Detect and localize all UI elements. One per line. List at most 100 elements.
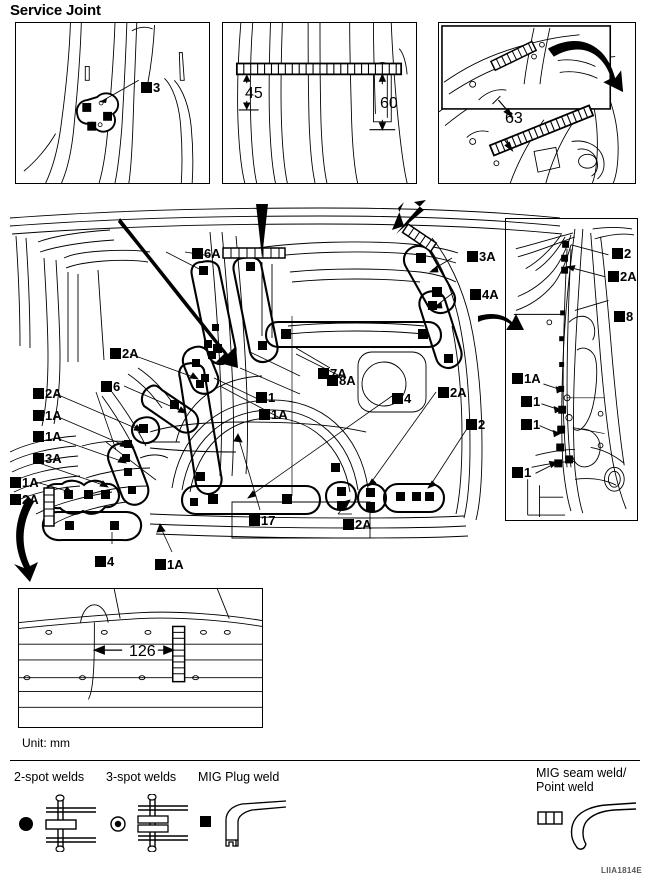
three-spot-welds-symbol xyxy=(110,794,188,852)
detail-panel-sill-pitch xyxy=(18,588,263,728)
weld-square-icon xyxy=(467,251,478,262)
legend-item-mig-plug-weld: MIG Plug weld xyxy=(198,770,279,784)
callout-main-1a-1: 1A xyxy=(33,409,62,422)
callout-label: 17 xyxy=(261,513,276,528)
weld-square-icon xyxy=(612,248,623,259)
mig-plug-weld-symbol xyxy=(200,800,287,847)
seam-weld-band xyxy=(235,62,403,76)
callout-main-17: 17 xyxy=(249,514,275,527)
legend-divider xyxy=(10,760,640,761)
weld-square-icon xyxy=(256,392,267,403)
callout-main-1a-3: 1A xyxy=(33,430,62,443)
three-spot-welds-icon xyxy=(108,794,194,852)
weld-square-icon xyxy=(614,311,625,322)
weld-square-icon xyxy=(192,248,203,259)
callout-label: 1 xyxy=(533,417,541,432)
callout-label: 1A xyxy=(45,429,62,444)
callout-main-6: 6 xyxy=(101,380,120,393)
detail-arrow-bottom xyxy=(14,496,38,582)
callout-pillar-1-c: 1 xyxy=(512,466,531,479)
callout-main-2a-4: 2A xyxy=(10,493,39,506)
weld-square-icon xyxy=(259,409,270,420)
page-title: Service Joint xyxy=(10,2,101,19)
callout-main-2a-3: 2A xyxy=(438,386,467,399)
weld-square-icon xyxy=(512,467,523,478)
weld-square-icon xyxy=(33,388,44,399)
weld-square-icon xyxy=(155,559,166,570)
seam-pitch-line-art xyxy=(235,23,408,183)
detail-arrow-mid xyxy=(256,204,268,258)
callout-main-2a-5: 2A xyxy=(343,518,372,531)
seam-ladder-cpillar xyxy=(401,223,438,253)
callout-label: 4 xyxy=(404,391,412,406)
callout-pillar-2a: 2A xyxy=(608,270,637,283)
callout-pillar-1-b: 1 xyxy=(521,418,540,431)
callout-main-2a-1: 2A xyxy=(110,347,139,360)
weld-square-icon xyxy=(392,393,403,404)
callout-label: 1 xyxy=(524,465,532,480)
callout-label: 4 xyxy=(107,554,115,569)
weld-square-icon xyxy=(466,419,477,430)
callout-label: 2 xyxy=(624,246,632,261)
weld-square-icon xyxy=(318,368,329,379)
two-spot-welds-symbol xyxy=(19,794,96,852)
callout-label: 1A xyxy=(271,407,288,422)
weld-symbol-legend: 2-spot welds 3-spot welds xyxy=(0,762,650,862)
main-body-diagram xyxy=(0,196,650,586)
callout-label: 1 xyxy=(533,394,541,409)
legend-item-mig-seam-weld: MIG seam weld/ Point weld xyxy=(536,766,626,794)
weld-square-icon xyxy=(521,396,532,407)
legend-item-two-spot-welds: 2-spot welds xyxy=(14,770,84,784)
callout-label: 1A xyxy=(167,557,184,572)
callout-label: 4A xyxy=(482,287,499,302)
mig-seam-weld-icon xyxy=(536,800,638,852)
callout-label: 3 xyxy=(153,80,161,95)
unit-note: Unit: mm xyxy=(22,736,70,750)
weld-square-icon xyxy=(141,82,152,93)
legend-label: 2-spot welds xyxy=(14,770,85,784)
detail-panel-pillar-seam xyxy=(438,22,636,184)
callout-main-1a-2: 1A xyxy=(259,408,288,421)
weld-square-icon xyxy=(101,381,112,392)
callout-main-3a: 3A xyxy=(467,250,496,263)
callout-label: 8 xyxy=(626,309,634,324)
pillar-seam-line-art xyxy=(439,25,624,183)
weld-square-icon xyxy=(608,271,619,282)
callout-pillar-8: 8 xyxy=(614,310,633,323)
dimension-60: 60 xyxy=(380,95,398,112)
detail-panel-seam-pitch xyxy=(222,22,417,184)
callout-label: 1 xyxy=(268,390,276,405)
legend-item-three-spot-welds: 3-spot welds xyxy=(106,770,176,784)
legend-label-line2: Point weld xyxy=(536,780,594,794)
seam-ladder-roof xyxy=(222,247,286,259)
callout-main-1a-5: 1A xyxy=(155,558,184,571)
callout-label: 2A xyxy=(22,492,39,507)
callout-main-4-1: 4 xyxy=(392,392,411,405)
legend-label: 3-spot welds xyxy=(106,770,177,784)
callout-label: 2 xyxy=(478,417,486,432)
weld-square-icon xyxy=(33,431,44,442)
seam-ladder-126 xyxy=(171,625,186,683)
callout-main-4a: 4A xyxy=(470,288,499,301)
seam-ladder-front-lower xyxy=(43,487,55,527)
callout-main-1a-4: 1A xyxy=(10,476,39,489)
callout-label: 2A xyxy=(45,386,62,401)
callout-label: 1A xyxy=(524,371,541,386)
weld-square-icon xyxy=(249,515,260,526)
weld-square-icon xyxy=(95,556,106,567)
weld-square-icon xyxy=(33,453,44,464)
weld-square-icon xyxy=(10,477,21,488)
callout-label: 2A xyxy=(620,269,637,284)
callout-label: 8A xyxy=(339,373,356,388)
sill-pitch-line-art xyxy=(19,589,262,708)
callout-pillar-2: 2 xyxy=(612,247,631,260)
weld-square-icon xyxy=(343,519,354,530)
callout-label: 1A xyxy=(45,408,62,423)
document-code: LIIA1814E xyxy=(601,866,642,875)
two-spot-welds-icon xyxy=(16,794,102,852)
dimension-126: 126 xyxy=(129,643,156,660)
callout-label: 6A xyxy=(204,246,221,261)
legend-label-line1: MIG seam weld/ xyxy=(536,766,627,780)
callout-main-1-1: 1 xyxy=(256,391,275,404)
